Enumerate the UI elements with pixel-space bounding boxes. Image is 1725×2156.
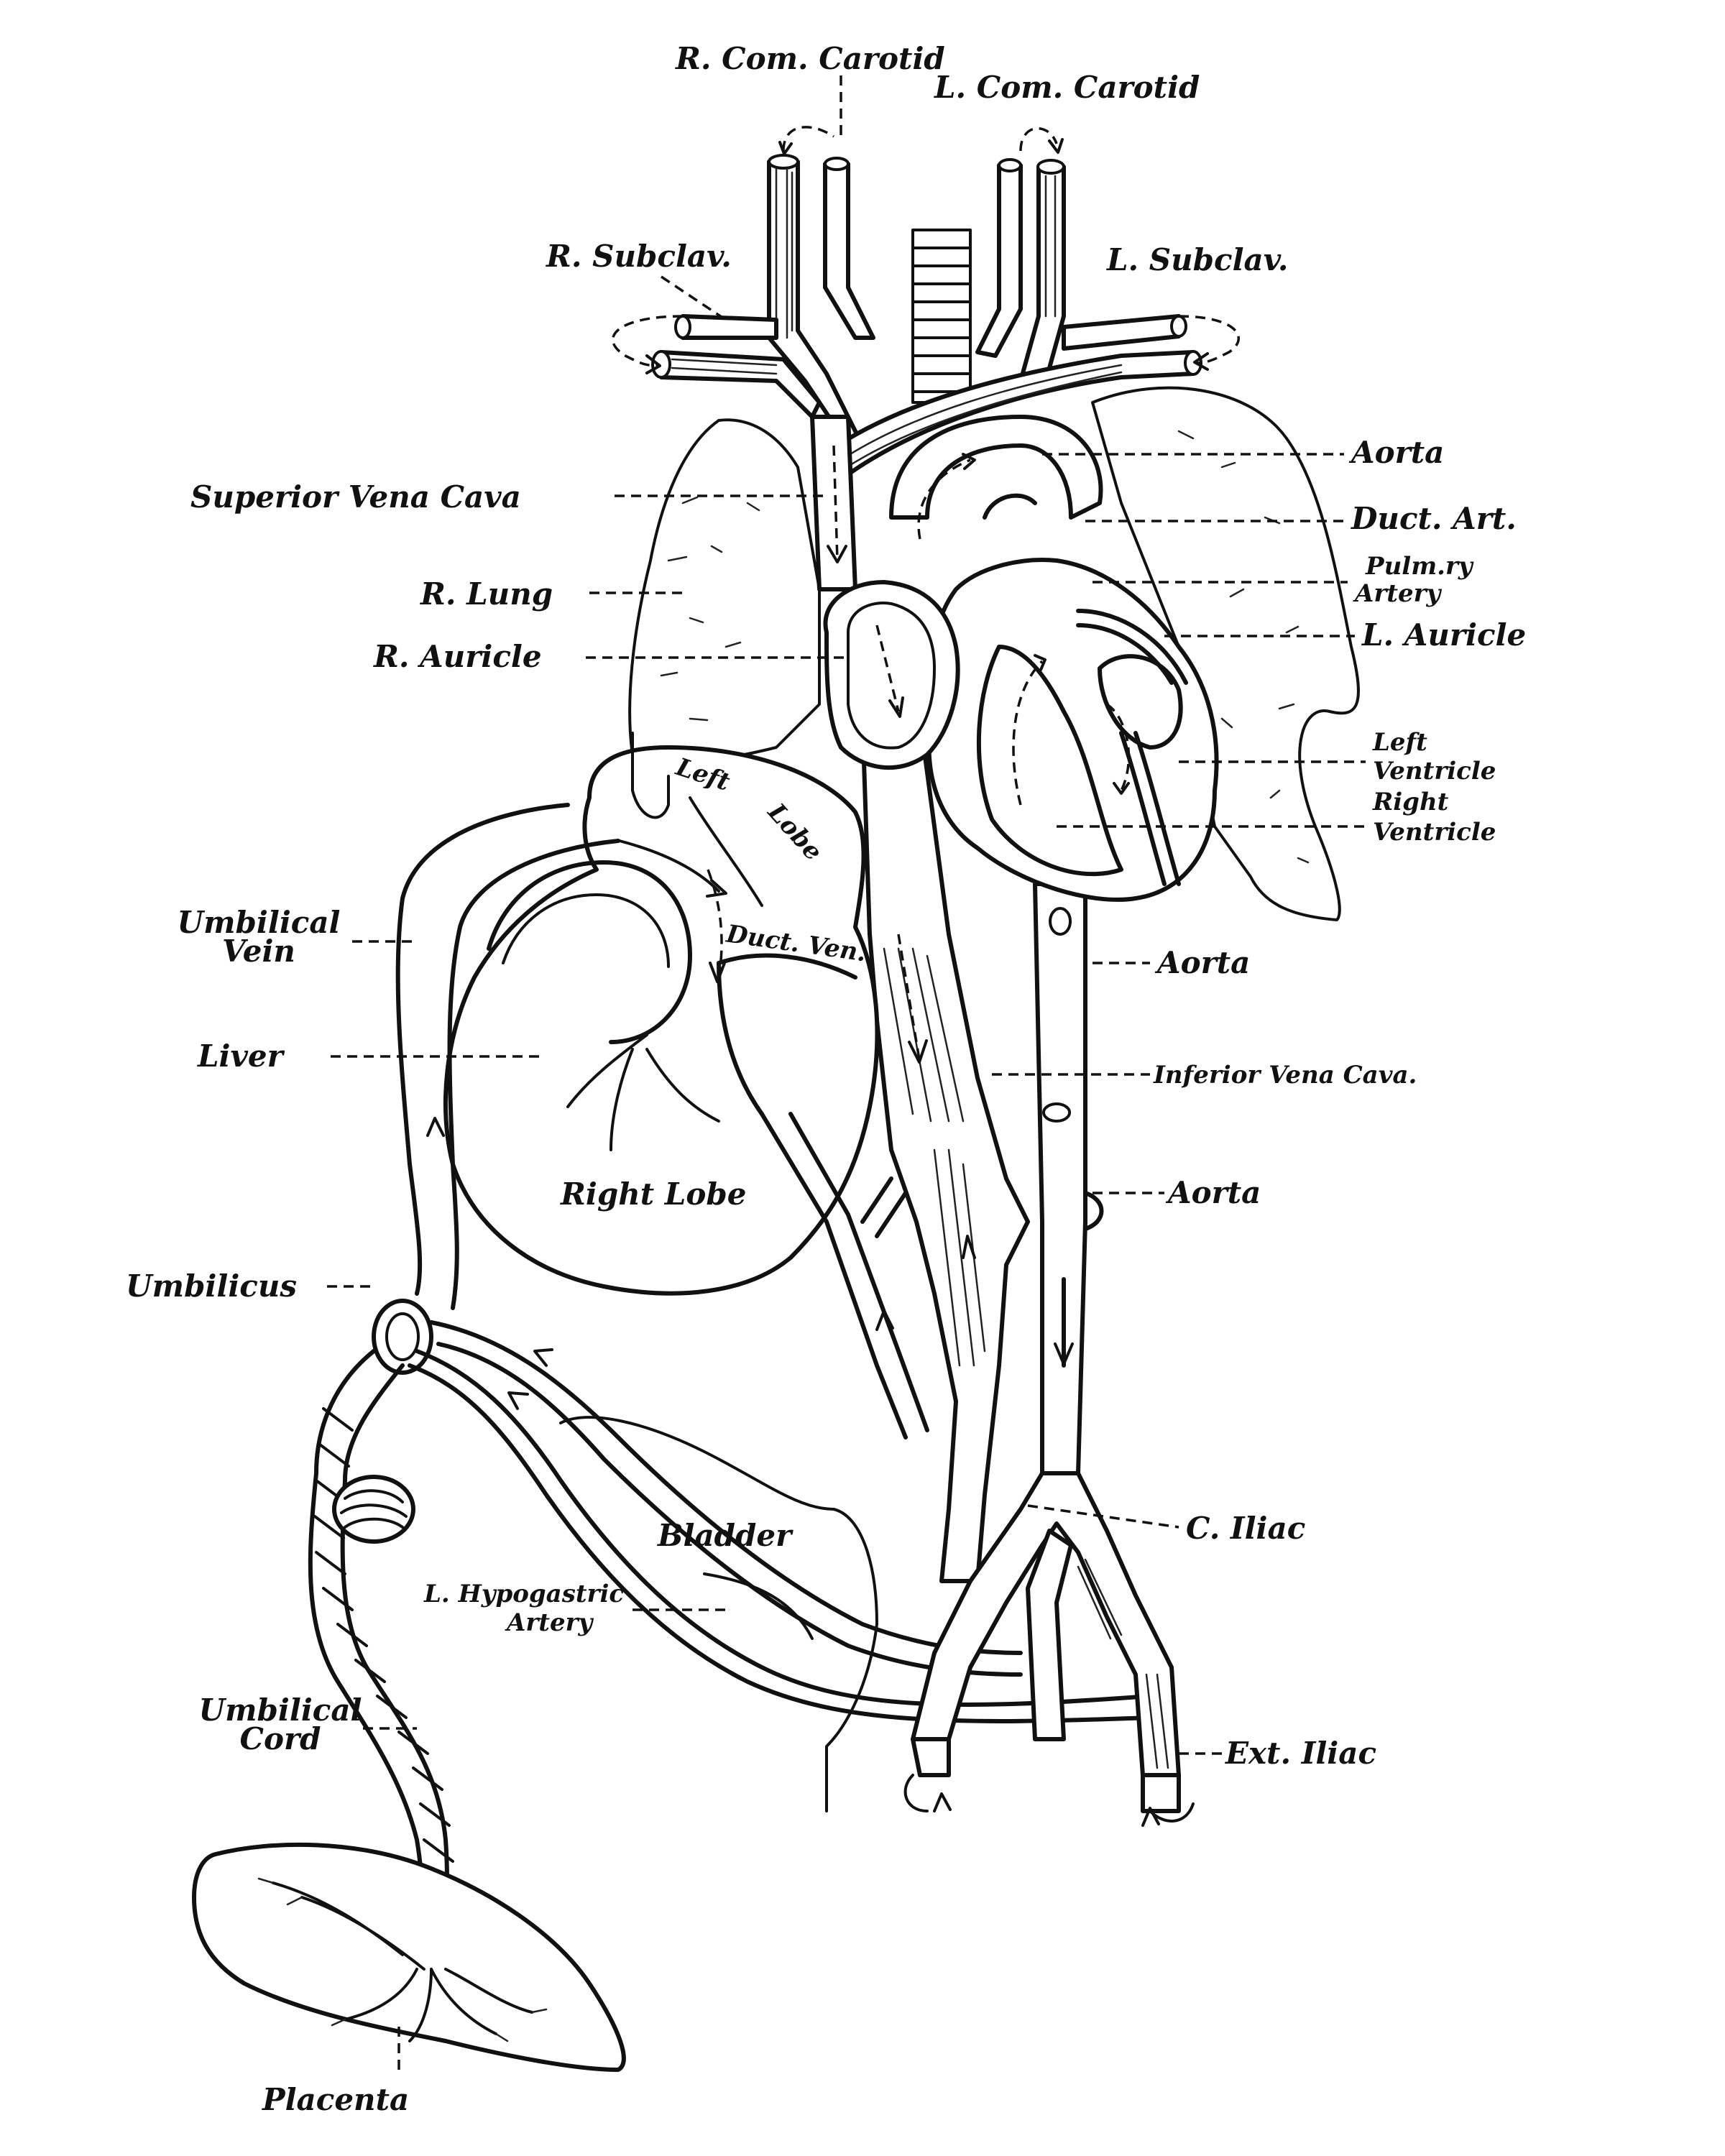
umbilicus-ring — [372, 1299, 433, 1375]
label-r-auricle: R. Auricle — [374, 639, 542, 674]
label-right-ventricle-line2: Ventricle — [1373, 818, 1496, 847]
left-common-carotid-vessels — [975, 158, 1066, 383]
leader-c-iliac — [1027, 1504, 1179, 1529]
label-c-iliac: C. Iliac — [1186, 1511, 1306, 1546]
leader-r-subclav — [661, 275, 727, 321]
heart — [926, 558, 1219, 902]
label-r-subclav: R. Subclav. — [546, 239, 732, 274]
label-left-ventricle-line2: Ventricle — [1373, 757, 1496, 786]
label-l-subclav: L. Subclav. — [1107, 242, 1289, 277]
label-r-com-carotid: R. Com. Carotid — [676, 41, 945, 76]
right-auricle — [823, 580, 960, 770]
aortic-arch — [889, 415, 1103, 540]
label-umbilical-vein-line1: Umbilical — [177, 905, 341, 940]
label-pulm-artery-line2: Artery — [1355, 579, 1441, 608]
label-r-lung: R. Lung — [420, 576, 553, 612]
placenta — [192, 1842, 626, 2072]
label-ext-iliac: Ext. Iliac — [1225, 1736, 1377, 1771]
upper-flow-arrows — [611, 126, 1240, 374]
trachea — [911, 229, 972, 404]
label-right-lobe: Right Lobe — [561, 1176, 747, 1212]
leader-lines — [327, 75, 1366, 2070]
label-umbilical-cord-line1: Umbilical — [198, 1692, 362, 1728]
label-l-com-carotid: L. Com. Carotid — [934, 70, 1200, 105]
label-pulm-artery-line1: Pulm.ry — [1366, 552, 1473, 581]
label-aorta-low: Aorta — [1168, 1175, 1261, 1210]
bladder — [559, 1416, 878, 1812]
liver — [443, 732, 880, 1296]
descending-aorta-vessel — [1033, 882, 1104, 1475]
right-lung — [628, 418, 821, 764]
label-umbilicus: Umbilicus — [126, 1268, 298, 1304]
label-l-hypogastric-line1: L. Hypogastric — [424, 1580, 625, 1608]
label-duct-art: Duct. Art. — [1351, 501, 1517, 536]
iliac-arteries — [903, 1471, 1195, 1827]
label-umbilical-vein-line2: Vein — [222, 934, 295, 969]
label-right-ventricle-line1: Right — [1373, 788, 1449, 816]
label-placenta: Placenta — [262, 2082, 410, 2117]
label-left-ventricle-line1: Left — [1373, 728, 1427, 757]
label-inferior-vena-cava: Inferior Vena Cava. — [1154, 1061, 1417, 1089]
hepatic-portal-vessels — [760, 1112, 929, 1439]
label-umbilical-cord-line2: Cord — [239, 1721, 321, 1756]
label-liver: Liver — [198, 1038, 283, 1074]
superior-vena-cava-vessel — [810, 415, 857, 591]
left-subclavian-vessels — [824, 314, 1202, 476]
right-common-carotid-vessels — [767, 154, 875, 448]
label-aorta-mid: Aorta — [1157, 945, 1251, 980]
label-aorta-arch: Aorta — [1351, 435, 1445, 470]
label-superior-vena-cava: Superior Vena Cava — [190, 479, 521, 515]
umbilical-vein-vessel — [395, 803, 727, 1310]
label-l-auricle: L. Auricle — [1362, 617, 1527, 653]
label-bladder: Bladder — [658, 1518, 792, 1553]
label-l-hypogastric-line2: Artery — [507, 1608, 593, 1637]
